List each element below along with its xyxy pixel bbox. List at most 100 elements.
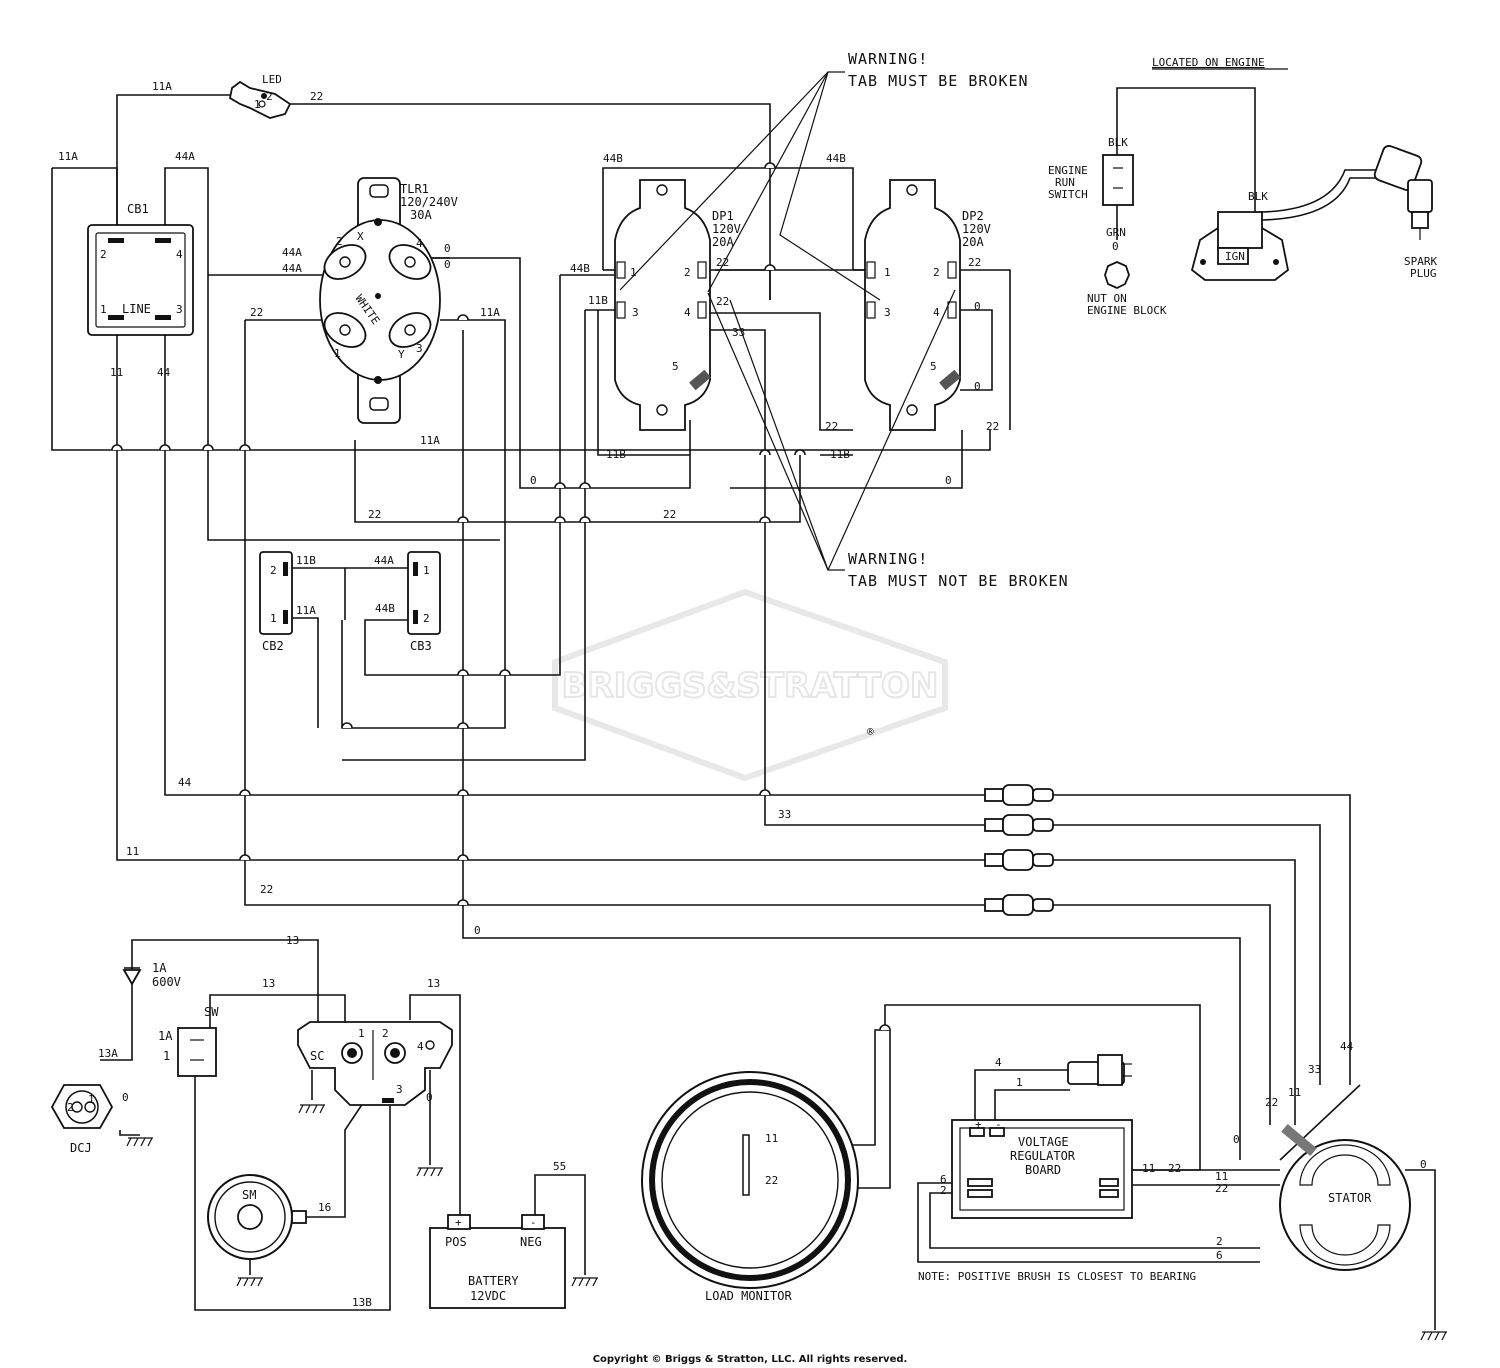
wire-11b-dp1 bbox=[597, 310, 690, 456]
label-44a: 44A bbox=[282, 246, 302, 259]
wire-22-mid bbox=[354, 440, 801, 523]
dp1-terminal-1: 1 bbox=[630, 266, 637, 279]
tlr1-terminal-2: 2 bbox=[336, 235, 343, 248]
ground-icon bbox=[298, 1104, 325, 1114]
label-1: 1 bbox=[1016, 1076, 1023, 1089]
copyright: Copyright © Briggs & Stratton, LLC. All … bbox=[593, 1354, 908, 1365]
spark-plug-1: SPARK bbox=[1404, 255, 1437, 268]
connector-11 bbox=[984, 849, 1054, 871]
wire-13-battery bbox=[409, 994, 461, 1215]
label-22: 22 bbox=[1168, 1162, 1181, 1175]
label-0: 0 bbox=[444, 242, 451, 255]
label-22: 22 bbox=[968, 256, 981, 269]
sw-label: SW bbox=[204, 1005, 219, 1019]
label-6: 6 bbox=[940, 1173, 947, 1186]
label-22: 22 bbox=[260, 883, 273, 896]
sw-terminal-1: 1 bbox=[163, 1049, 170, 1063]
connector-22 bbox=[984, 894, 1054, 916]
label-22: 22 bbox=[716, 256, 729, 269]
wire-11-down bbox=[116, 320, 990, 861]
dp1-terminal-4: 4 bbox=[684, 306, 691, 319]
label-0: 0 bbox=[122, 1091, 129, 1104]
wire-33-stator bbox=[1052, 824, 1321, 1085]
label-44a: 44A bbox=[374, 554, 394, 567]
label-22: 22 bbox=[716, 295, 729, 308]
wire-0-stator-gnd bbox=[1405, 1169, 1436, 1330]
cb1-terminal-3: 3 bbox=[176, 303, 183, 316]
label-11b: 11B bbox=[606, 448, 626, 461]
voltage-regulator: VOLTAGE REGULATOR BOARD bbox=[951, 1054, 1133, 1219]
tlr1-terminal-1: 1 bbox=[334, 347, 341, 360]
engine-blk-coil: BLK bbox=[1248, 190, 1268, 203]
wire-22-stator bbox=[1052, 904, 1271, 1125]
label-11a: 11A bbox=[420, 434, 440, 447]
label-11a: 11A bbox=[152, 80, 172, 93]
label-11a: 11A bbox=[296, 604, 316, 617]
sw-terminal-1a: 1A bbox=[158, 1029, 173, 1043]
sc-terminal-3: 3 bbox=[396, 1083, 403, 1096]
watermark: BRIGGS&STRATTON ® bbox=[552, 588, 948, 782]
label-6: 6 bbox=[1216, 1249, 1223, 1262]
cb3-label: CB3 bbox=[410, 639, 432, 653]
wire-44b-top bbox=[602, 167, 854, 270]
tlr1-receptacle: TLR1 120/240V 30A WHITE X Y 2 4 1 3 bbox=[319, 177, 458, 424]
label-11: 11 bbox=[765, 1132, 778, 1145]
label-13: 13 bbox=[427, 977, 440, 990]
dp2-amps: 20A bbox=[962, 235, 984, 249]
label-0: 0 bbox=[530, 474, 537, 487]
engine-nut-2: ENGINE BLOCK bbox=[1087, 304, 1167, 317]
engine-switch-3: SWITCH bbox=[1048, 188, 1088, 201]
starter-motor: SM bbox=[207, 1174, 307, 1260]
cb3-breaker: 1 2 CB3 bbox=[407, 551, 441, 653]
engine-section: LOCATED ON ENGINE BLK ENGINE RUN SWITCH … bbox=[1048, 56, 1437, 317]
diode-rating-2: 600V bbox=[152, 975, 181, 989]
label-44a: 44A bbox=[175, 150, 195, 163]
dp1-terminal-2: 2 bbox=[684, 266, 691, 279]
label-44: 44 bbox=[1340, 1040, 1354, 1053]
tlr1-y: Y bbox=[398, 348, 405, 361]
regulator-label-3: BOARD bbox=[1025, 1163, 1061, 1177]
wire-44-down bbox=[164, 320, 990, 796]
label-22: 22 bbox=[310, 90, 323, 103]
battery-minus: - bbox=[530, 1216, 537, 1229]
wire-11b-down bbox=[342, 310, 586, 761]
sm-label: SM bbox=[242, 1188, 256, 1202]
stator-label: STATOR bbox=[1328, 1191, 1372, 1205]
tlr1-rating: 120/240V bbox=[400, 195, 458, 209]
led-pin-1: 1 bbox=[254, 98, 261, 111]
dp2-terminal-2: 2 bbox=[933, 266, 940, 279]
label-44: 44 bbox=[157, 366, 171, 379]
diode: 1A 600V bbox=[122, 961, 181, 989]
label-22: 22 bbox=[250, 306, 263, 319]
wire-4-reg bbox=[974, 1069, 1070, 1128]
engine-grn: GRN bbox=[1106, 226, 1126, 239]
engine-wire-0: 0 bbox=[1112, 240, 1119, 253]
label-55: 55 bbox=[553, 1160, 566, 1173]
label-11: 11 bbox=[1142, 1162, 1155, 1175]
regulator-label-2: REGULATOR bbox=[1010, 1149, 1076, 1163]
cb2-breaker: 2 1 CB2 bbox=[259, 551, 293, 653]
label-44b: 44B bbox=[570, 262, 590, 275]
tlr1-amps: 30A bbox=[410, 208, 432, 222]
label-22: 22 bbox=[765, 1174, 778, 1187]
dp1-receptacle: DP1 120V 20A 1 3 2 4 5 bbox=[614, 179, 741, 431]
load-monitor: LOAD MONITOR bbox=[641, 1071, 859, 1303]
watermark-brand: BRIGGS&STRATTON bbox=[562, 666, 939, 706]
dp1-amps: 20A bbox=[712, 235, 734, 249]
ground-icon bbox=[1420, 1331, 1447, 1341]
led-pin-2: 2 bbox=[266, 90, 273, 103]
wire-44a-cb1 bbox=[164, 167, 500, 541]
dp1-volts: 120V bbox=[712, 222, 741, 236]
label-11a: 11A bbox=[58, 150, 78, 163]
stator: STATOR bbox=[1279, 1123, 1411, 1271]
wire-22-down bbox=[244, 320, 990, 906]
ignition-coil-icon: IGN bbox=[1190, 211, 1289, 281]
connector-44 bbox=[984, 784, 1054, 806]
dp2-terminal-3: 3 bbox=[884, 306, 891, 319]
regulator-label-1: VOLTAGE bbox=[1018, 1135, 1069, 1149]
warning-bottom-text: TAB MUST NOT BE BROKEN bbox=[848, 572, 1069, 590]
cb1-terminal-2: 2 bbox=[100, 248, 107, 261]
dc-jack: 2 1 DCJ bbox=[50, 1084, 114, 1155]
label-33: 33 bbox=[1308, 1063, 1321, 1076]
wire-labels: 11A 22 11A 44A 44A 44A 22 11 44 0 0 11A … bbox=[58, 80, 1427, 1309]
